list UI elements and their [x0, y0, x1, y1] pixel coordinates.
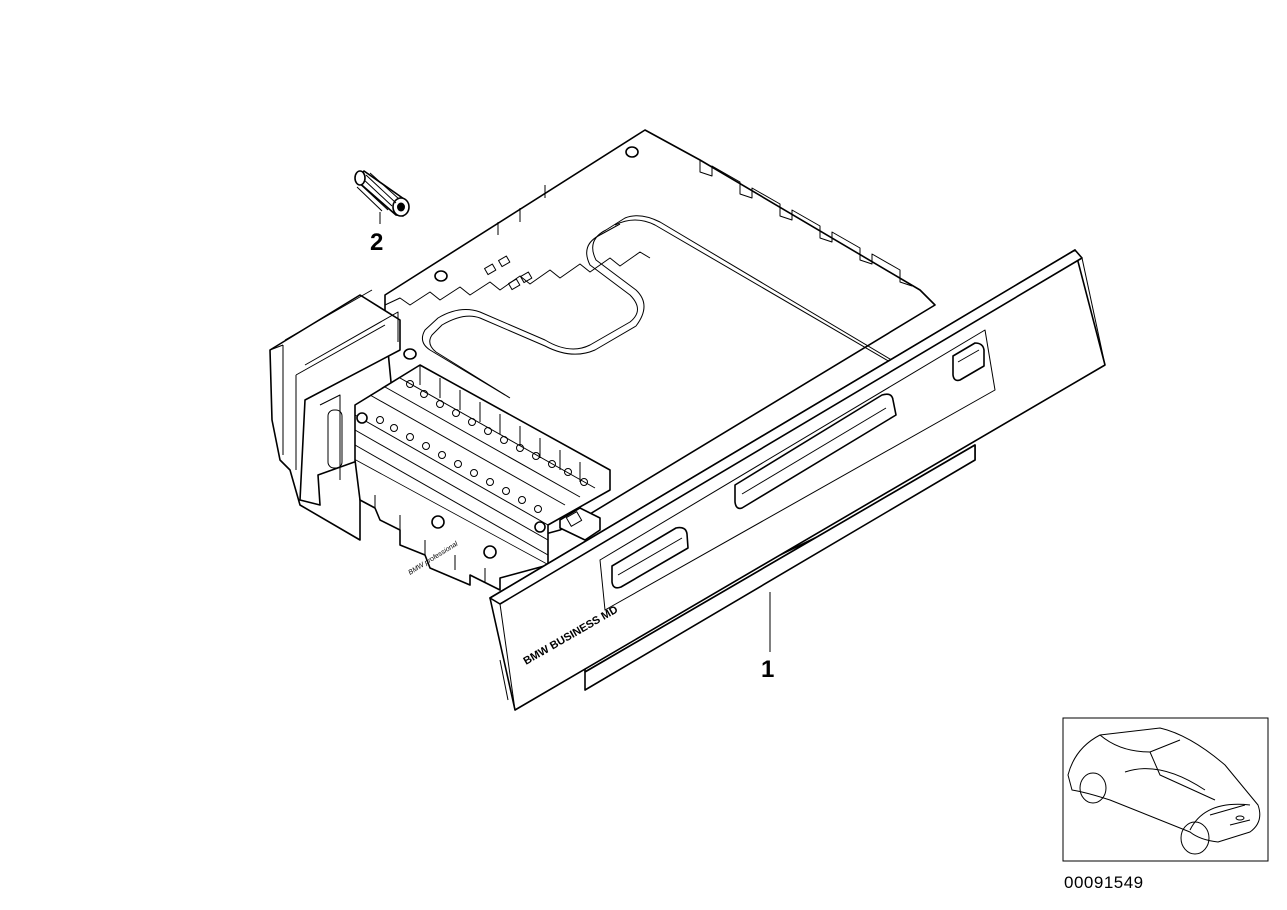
part-2-knob[interactable] [354, 170, 410, 224]
callout-2: 2 [370, 229, 383, 256]
callout-1: 1 [761, 656, 774, 683]
part-1-radio-unit[interactable] [269, 129, 1106, 711]
vent-holes [376, 380, 588, 513]
car-silhouette-icon [1067, 727, 1261, 855]
vehicle-thumbnail [1062, 717, 1269, 862]
document-number: 00091549 [1064, 873, 1144, 892]
